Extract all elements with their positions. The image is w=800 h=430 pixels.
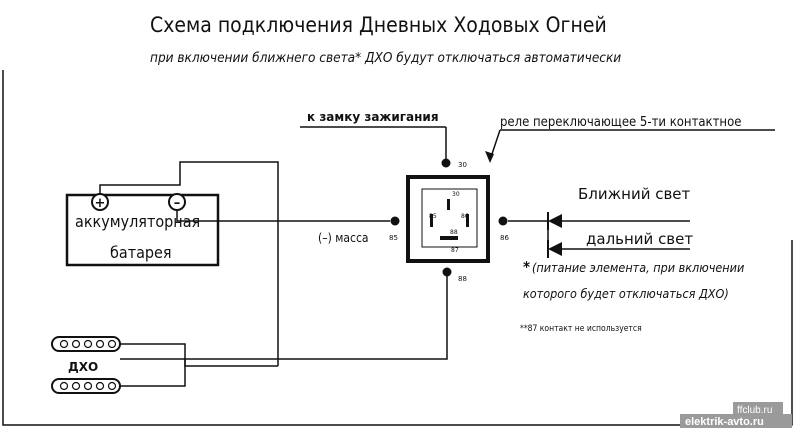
relay-outer-box	[406, 175, 490, 263]
drl-bottom-pin-2	[71, 381, 81, 391]
watermark-site1: ffclub.ru	[737, 405, 772, 416]
relay-pin85-blade	[430, 214, 433, 227]
relay-block: 30 85 86 88 87	[406, 175, 490, 263]
pin85-terminal	[390, 216, 400, 226]
mass-label: (–) масса	[318, 231, 369, 245]
diode-high-triangle	[548, 242, 562, 256]
relay-pointer-arrow	[485, 151, 494, 163]
drl-bottom-pin-3	[83, 381, 93, 391]
drl-top-pin-1	[59, 339, 69, 349]
note1-asterisk: *	[523, 258, 530, 276]
drl-connector-top	[51, 336, 121, 352]
diagram-title: Схема подключения Дневных Ходовых Огней	[150, 13, 607, 37]
watermark: ffclub.ru elektrik-avto.ru	[680, 402, 792, 428]
pin88-terminal	[442, 267, 452, 277]
watermark-site1-bg	[733, 402, 783, 416]
relay-pin87-text: 87	[451, 247, 459, 254]
ignition-label: к замку зажигания	[307, 110, 439, 124]
watermark-site2: elektrik-avto.ru	[685, 416, 764, 428]
drl-top-pin-4	[95, 339, 105, 349]
pin88-to-drl-wire	[120, 276, 448, 360]
battery-minus-wire	[176, 210, 220, 222]
drl-top-pin-3	[83, 339, 93, 349]
low-beam-label: Ближний свет	[578, 185, 691, 203]
drl-connector-top-body	[51, 336, 121, 352]
battery-plus-wire	[99, 161, 279, 366]
drl-bottom-pin-5	[107, 381, 117, 391]
drl-bottom-pin-1	[59, 381, 69, 391]
diode-low-beam	[547, 212, 690, 230]
pin85-label: 85	[389, 234, 398, 242]
drl-bottom-pin-4	[95, 381, 105, 391]
pin88-label: 88	[458, 275, 467, 283]
diagram-subtitle: при включении ближнего света* ДХО будут …	[150, 50, 621, 66]
drl-connector-bottom-body	[51, 378, 121, 394]
relay-pin86-blade	[466, 214, 469, 227]
watermark-site2-bg	[680, 414, 792, 428]
battery: + – аккумуляторная батарея	[65, 193, 220, 267]
drl-top-pin-2	[71, 339, 81, 349]
high-beam-label: дальний свет	[586, 230, 693, 248]
battery-body	[65, 193, 220, 267]
drl-top-pin-5	[107, 339, 117, 349]
battery-label-line1: аккумуляторная	[75, 212, 200, 231]
relay-inner-box	[421, 188, 478, 248]
relay-label: реле переключающее 5-ти контактное	[500, 115, 741, 130]
battery-minus-symbol: –	[174, 196, 181, 211]
relay-pin30-text: 30	[452, 191, 460, 198]
pin86-label: 86	[500, 234, 509, 242]
frame-border	[2, 70, 793, 426]
relay-pin86-text: 86	[461, 213, 469, 220]
relay-pin30-blade	[447, 199, 450, 210]
drl-connector-bottom	[51, 378, 121, 394]
note1-line1: (питание элемента, при включении	[532, 260, 744, 275]
drl-label: ДХО	[68, 360, 98, 374]
pin30-terminal	[441, 158, 451, 168]
relay-pin88-text: 88	[450, 229, 458, 236]
diode-high-beam	[547, 240, 690, 258]
pin86-terminal	[498, 216, 508, 226]
drl-top-power-wire	[120, 343, 278, 367]
note2: **87 контакт не используется	[520, 324, 642, 334]
diode-low-triangle	[548, 214, 562, 228]
note1-line2: которого будет отключаться ДХО)	[523, 286, 729, 301]
pin30-label: 30	[458, 161, 467, 169]
relay-pin88-blade	[440, 236, 458, 240]
drl-bottom-wire	[120, 359, 186, 387]
battery-plus-symbol: +	[95, 196, 106, 211]
battery-label-line2: батарея	[110, 243, 172, 262]
